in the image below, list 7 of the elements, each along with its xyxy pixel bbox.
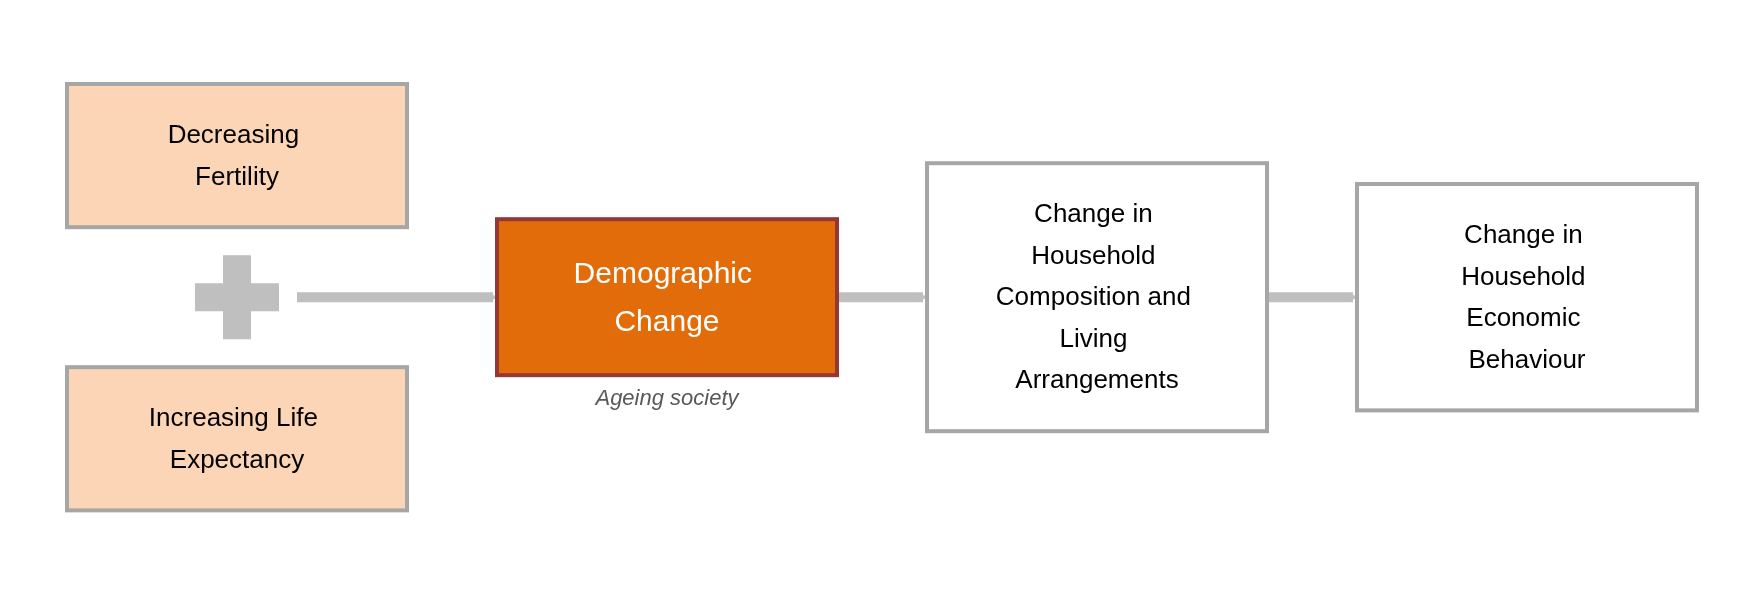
process-box: Change in Household Composition and Living Arrangements xyxy=(925,161,1269,433)
highlight-box: Demographic Change xyxy=(495,217,839,377)
process-box: Change in Household Economic Behaviour xyxy=(1355,181,1699,413)
cause-box: Increasing Life Expectancy xyxy=(65,365,409,513)
node-caption: Ageing society xyxy=(595,385,739,410)
plus-icon xyxy=(195,255,279,339)
cause-box: Decreasing Fertility xyxy=(65,81,409,229)
